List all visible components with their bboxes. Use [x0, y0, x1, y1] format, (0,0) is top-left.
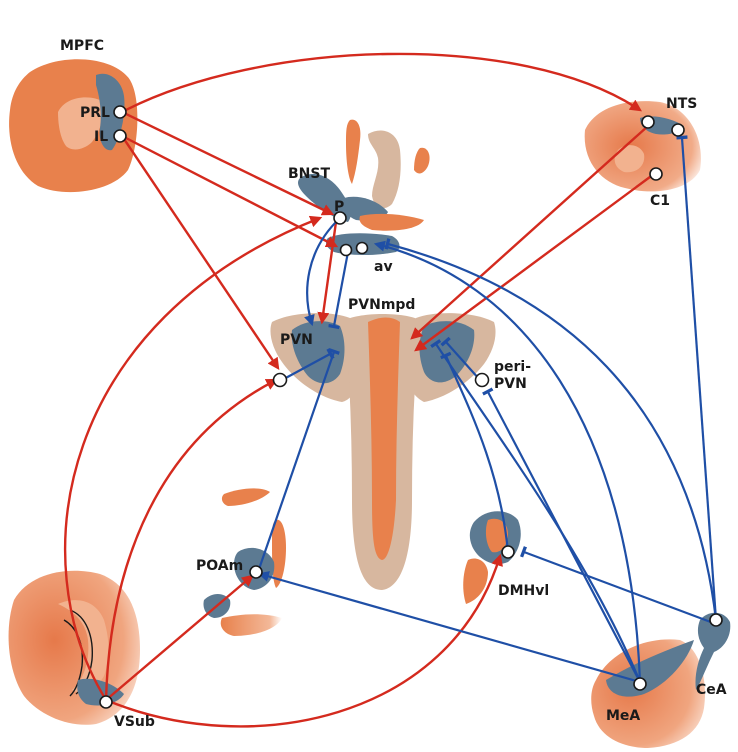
il-node — [114, 130, 126, 142]
mea-to-poam-inhibition — [260, 574, 640, 682]
peri-pvn-label-line2: PVN — [494, 376, 527, 392]
dmhvl-label: DMHvl — [498, 583, 549, 599]
prl-node — [114, 106, 126, 118]
bnst-av-to-pvn-inhibition — [334, 252, 348, 326]
bnst-av-node-2 — [357, 243, 368, 254]
prl-label: PRL — [80, 105, 110, 121]
pvnmpd-label: PVNmpd — [348, 297, 415, 313]
il-label: IL — [94, 129, 108, 145]
dmh-node — [502, 546, 514, 558]
vsub-label: VSub — [114, 714, 155, 730]
poam-node — [250, 566, 262, 578]
p-label: P — [334, 199, 344, 215]
mea-to-pvn-inhibition — [436, 344, 640, 682]
c1-to-pvn-projection — [416, 174, 654, 350]
pvn-tissue — [270, 313, 495, 590]
inhibitory-projections — [258, 138, 716, 682]
c1-label: C1 — [650, 193, 670, 209]
cea-node — [710, 614, 722, 626]
cea-to-dmh-inhibition — [524, 552, 716, 624]
mpfc-tissue — [9, 59, 137, 192]
poam-to-pvn-inhibition — [258, 352, 334, 572]
nts-node-right — [672, 124, 684, 136]
poam-label: POAm — [196, 558, 243, 574]
bnst-tissue — [298, 120, 430, 255]
bnst-av-node-1 — [341, 245, 352, 256]
mea-node — [634, 678, 646, 690]
cea-to-nts-inhibition — [682, 138, 716, 620]
relay-node — [274, 374, 287, 387]
av-label: av — [374, 259, 393, 275]
mea-cea-tissue — [591, 613, 730, 748]
peri-pvn-label-line1: peri- — [494, 359, 531, 375]
bnst-label: BNST — [288, 166, 330, 182]
pvn-label: PVN — [280, 332, 313, 348]
peri-pvn-node — [476, 374, 489, 387]
nts-label: NTS — [666, 96, 697, 112]
mpfc-label: MPFC — [60, 38, 104, 54]
vsub-node — [100, 696, 112, 708]
nts-to-pvn-projection — [412, 126, 648, 338]
mea-label: MeA — [606, 708, 640, 724]
cea-label: CeA — [696, 682, 727, 698]
c1-node — [650, 168, 662, 180]
mpfc-to-nts-projection — [122, 54, 640, 112]
nts-node-left — [642, 116, 654, 128]
mea-to-bnst-inhibition — [376, 244, 640, 682]
vsub-to-dmh-projection — [106, 556, 500, 726]
prl-to-bnst-p-projection — [122, 112, 332, 214]
il-to-pvn-relay-projection — [122, 136, 278, 368]
